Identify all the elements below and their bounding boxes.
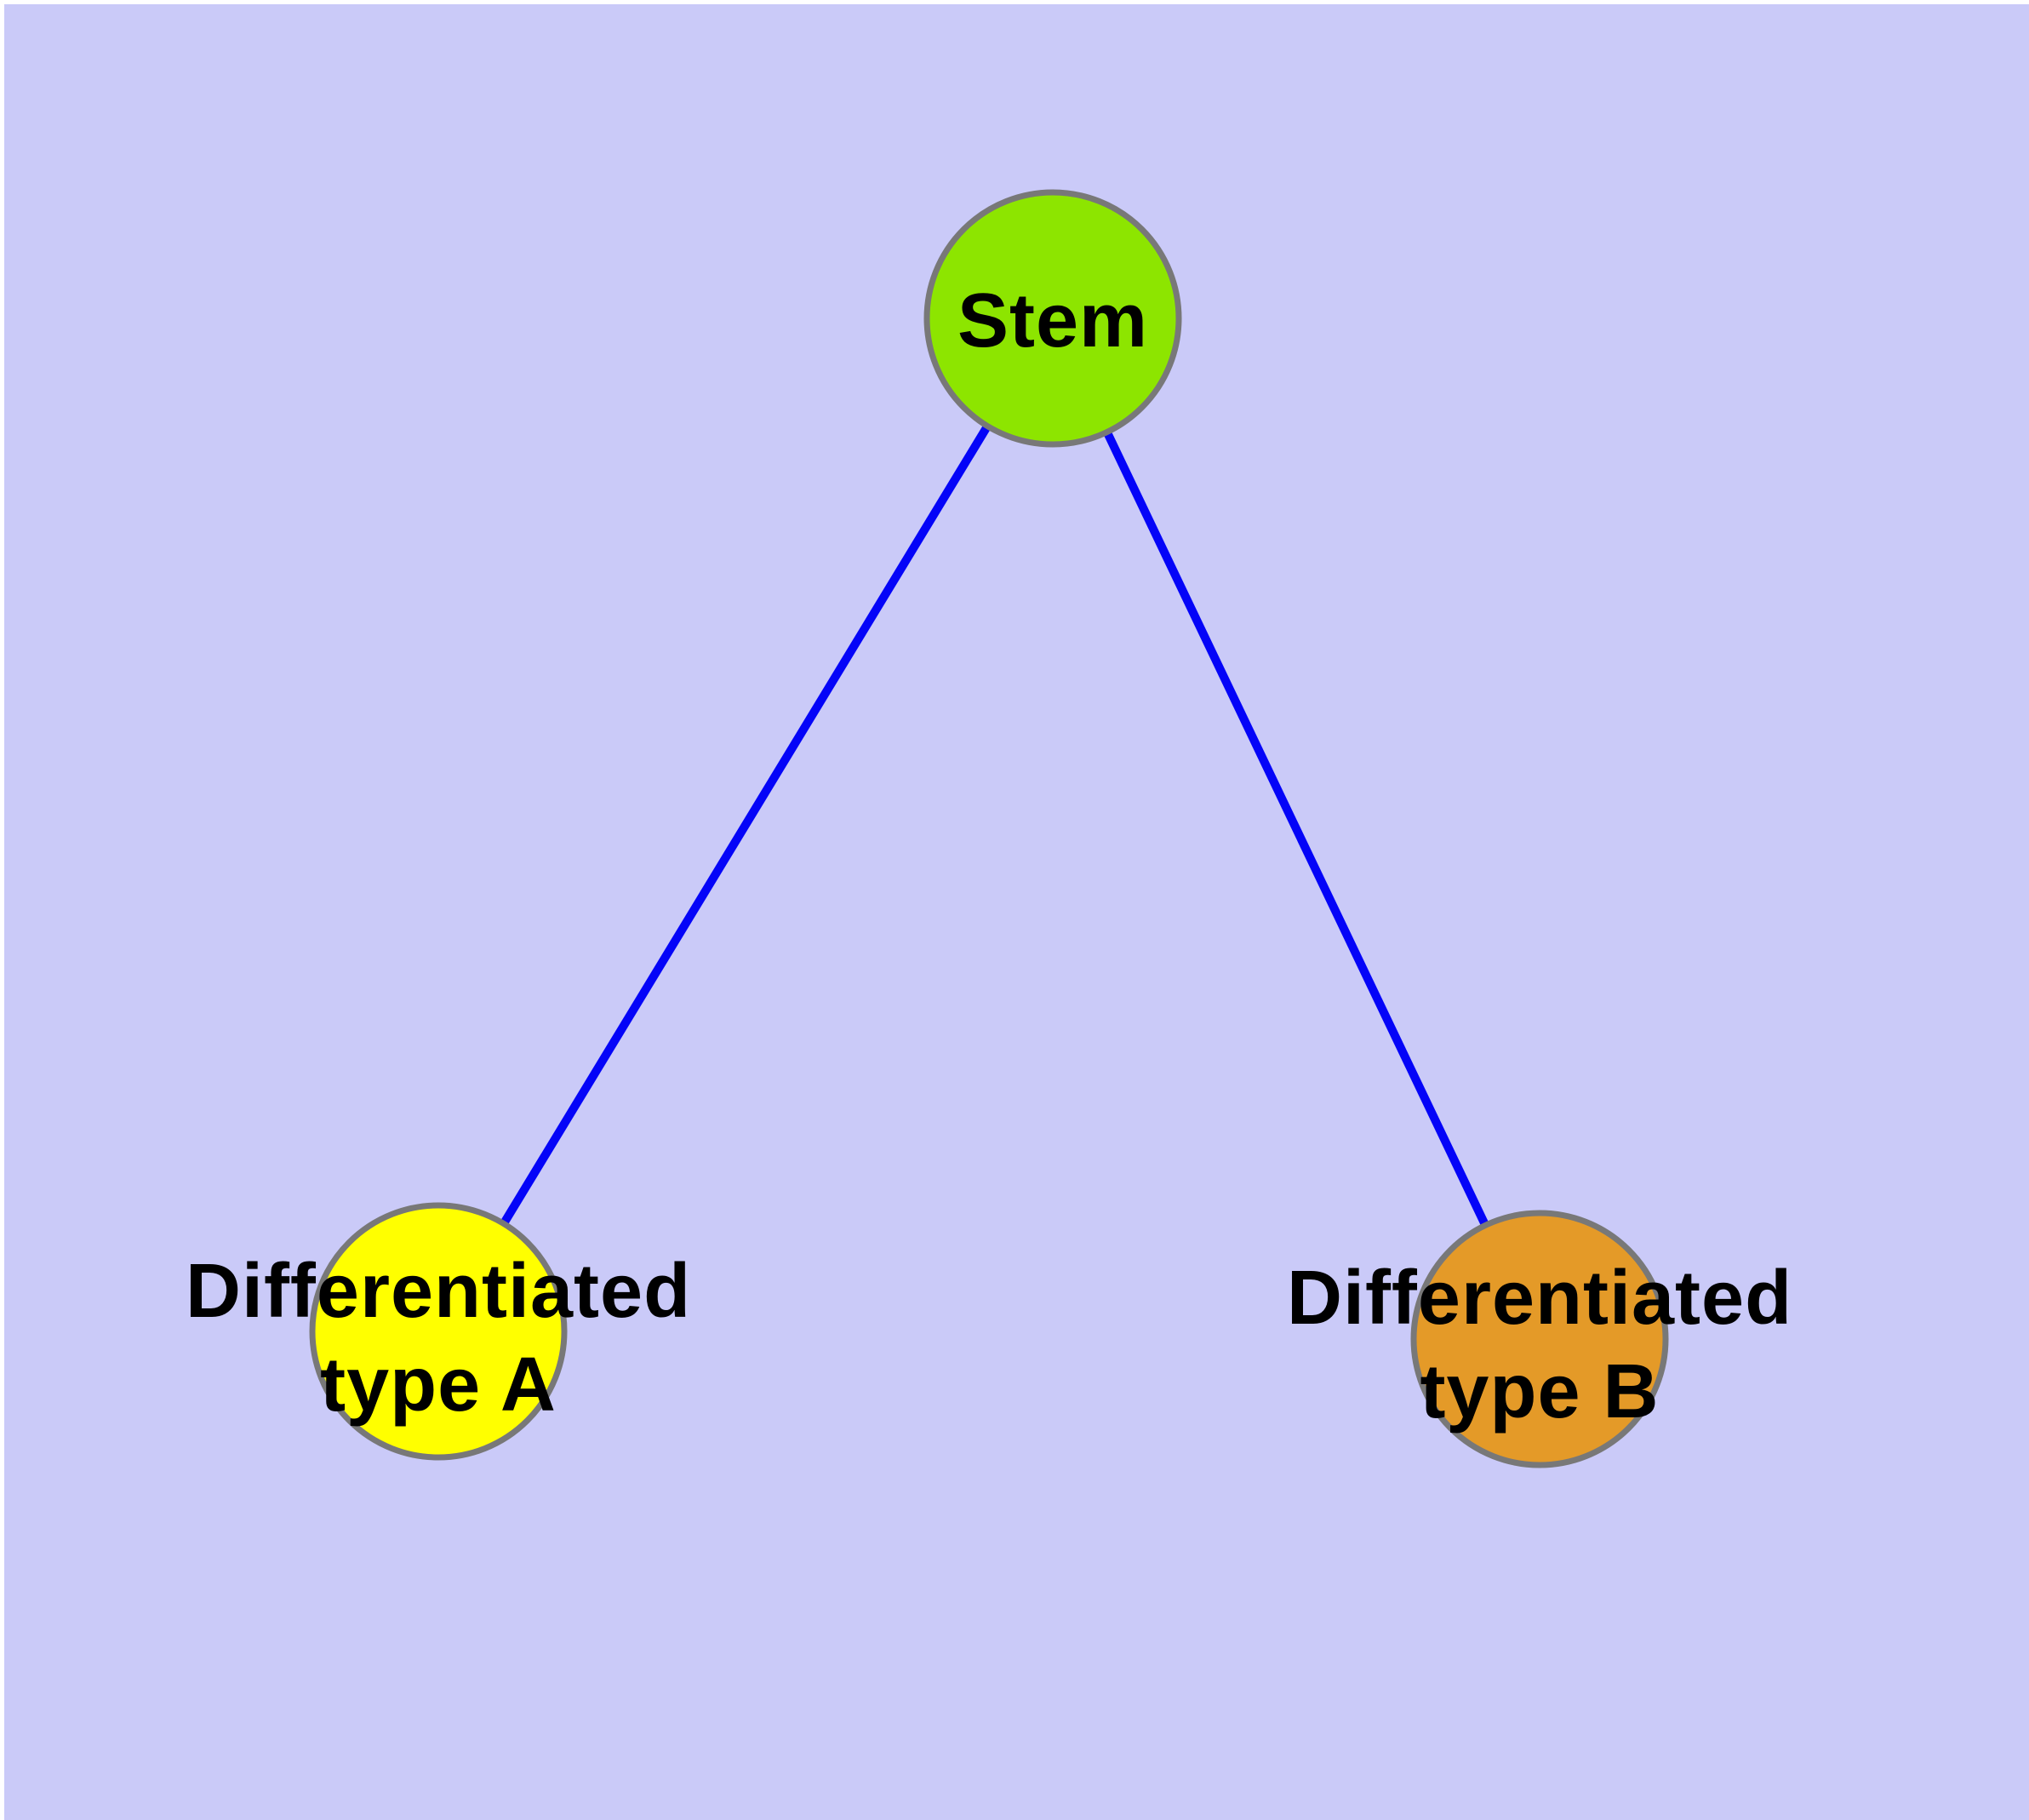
edge-stem-to-type-a [434,316,1057,1334]
node-stem-circle [923,189,1182,448]
node-type-b-circle [1410,1210,1669,1468]
node-type-b-label: Differentiated type B [1287,1251,1792,1439]
node-stem-label-line: Stem [957,278,1149,363]
node-stem-label: Stem [957,274,1148,368]
node-type-a-circle [309,1202,568,1461]
node-type-b-label-line2: type B [1420,1349,1660,1434]
node-type-b-label-line1: Differentiated [1286,1256,1793,1341]
node-type-a-label: Differentiated type A [186,1245,691,1432]
node-type-a-label-line2: type A [320,1342,557,1428]
edge-stem-to-type-b [1049,316,1544,1342]
node-type-a-label-line1: Differentiated [185,1249,692,1334]
